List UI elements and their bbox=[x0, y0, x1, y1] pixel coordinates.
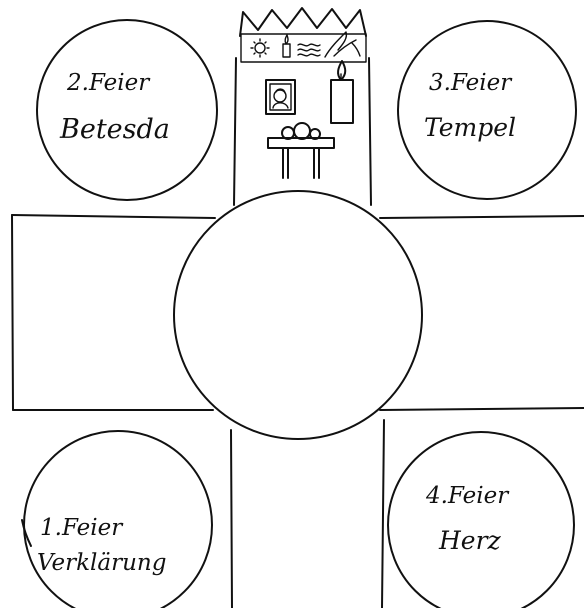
water-waves-icon bbox=[298, 44, 320, 56]
cross-vertical-arm-bottom bbox=[231, 420, 384, 608]
station-2-name: Betesda bbox=[59, 114, 170, 145]
heart-flame-icon bbox=[325, 32, 360, 57]
station-1-number: 1.Feier bbox=[40, 515, 124, 541]
station-2-circle bbox=[37, 20, 217, 200]
jesus-picture-icon bbox=[266, 80, 295, 114]
sun-icon bbox=[251, 39, 269, 57]
station-3-name: Tempel bbox=[424, 113, 516, 142]
center-circle bbox=[174, 191, 422, 439]
station-4-circle bbox=[388, 432, 574, 608]
station-4-number: 4.Feier bbox=[425, 483, 510, 509]
altar-table-icon bbox=[268, 123, 334, 178]
station-3-number: 3.Feier bbox=[429, 70, 513, 96]
station-4-name: Herz bbox=[438, 526, 502, 555]
candle-icon bbox=[331, 61, 353, 123]
station-3-circle bbox=[398, 21, 576, 199]
candle-small-icon bbox=[283, 35, 290, 57]
station-2-number: 2.Feier bbox=[66, 70, 151, 96]
station-1-name: Verklärung bbox=[37, 550, 166, 576]
